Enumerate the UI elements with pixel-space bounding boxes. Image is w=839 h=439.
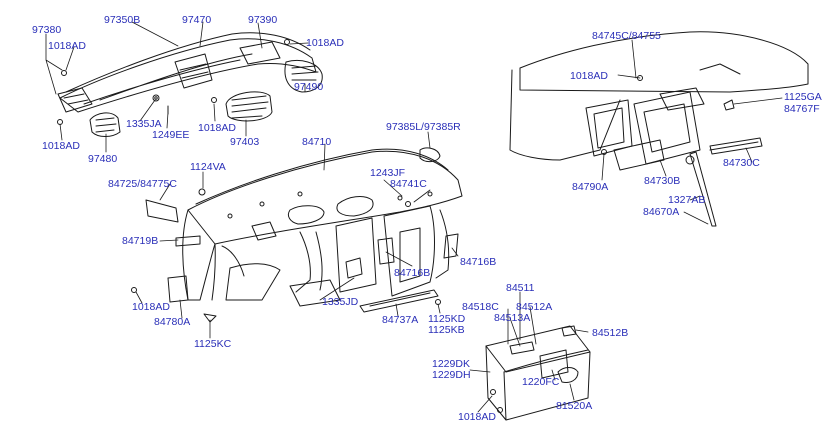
callout-1124va[interactable]: 1124VA bbox=[190, 161, 226, 173]
callout-84511[interactable]: 84511 bbox=[506, 282, 535, 294]
callout-1018ad-5[interactable]: 1018AD bbox=[132, 301, 170, 313]
callout-1327ab[interactable]: 1327AB bbox=[668, 194, 706, 206]
callout-1018ad-1[interactable]: 1018AD bbox=[48, 40, 86, 52]
callout-1018ad-4[interactable]: 1018AD bbox=[42, 140, 80, 152]
callout-1018ad-7[interactable]: 1018AD bbox=[458, 411, 496, 423]
callout-84780a[interactable]: 84780A bbox=[154, 316, 191, 328]
glove-box-assembly[interactable] bbox=[485, 325, 591, 421]
callout-84741c[interactable]: 84741C bbox=[390, 178, 427, 190]
callout-1229dh[interactable]: 1229DH bbox=[432, 369, 471, 381]
callout-1125kb[interactable]: 1125KB bbox=[428, 324, 465, 336]
callout-1229dk[interactable]: 1229DK bbox=[432, 358, 470, 370]
side-vent-left[interactable] bbox=[57, 87, 121, 137]
callout-97403[interactable]: 97403 bbox=[230, 136, 260, 148]
callout-97350b[interactable]: 97350B bbox=[104, 14, 141, 26]
callout-84716b-2[interactable]: 84716B bbox=[460, 256, 497, 268]
callout-1220fc[interactable]: 1220FC bbox=[522, 376, 560, 388]
callout-1018ad-2[interactable]: 1018AD bbox=[306, 37, 344, 49]
callout-84730c[interactable]: 84730C bbox=[723, 157, 760, 169]
heater-panel-assembly[interactable] bbox=[585, 75, 705, 171]
callout-84790a[interactable]: 84790A bbox=[572, 181, 609, 193]
callout-84670a[interactable]: 84670A bbox=[643, 206, 680, 218]
callout-97490[interactable]: 97490 bbox=[294, 81, 324, 93]
cowl-panel[interactable] bbox=[509, 31, 809, 161]
callout-84512b[interactable]: 84512B bbox=[592, 327, 629, 339]
callout-84710[interactable]: 84710 bbox=[302, 136, 332, 148]
callout-84730b[interactable]: 84730B bbox=[644, 175, 681, 187]
callout-1125kd[interactable]: 1125KD bbox=[428, 313, 466, 325]
dash-brackets-right[interactable] bbox=[359, 147, 459, 313]
callout-84513a[interactable]: 84513A bbox=[494, 312, 531, 324]
callout-84737a[interactable]: 84737A bbox=[382, 314, 419, 326]
leader-lines bbox=[45, 21, 783, 413]
defroster-duct-assembly[interactable] bbox=[59, 32, 323, 113]
callout-84518c[interactable]: 84518C bbox=[462, 301, 499, 313]
center-vent[interactable] bbox=[225, 91, 273, 122]
callout-81520a[interactable]: 81520A bbox=[556, 400, 593, 412]
heater-brackets-right[interactable] bbox=[685, 99, 763, 227]
callout-97480[interactable]: 97480 bbox=[88, 153, 118, 165]
small-fasteners-top bbox=[57, 39, 290, 125]
callout-1018ad-3[interactable]: 1018AD bbox=[198, 122, 236, 134]
callout-97390[interactable]: 97390 bbox=[248, 14, 278, 26]
crash-pad-main[interactable] bbox=[182, 148, 463, 307]
callout-1335ja[interactable]: 1335JA bbox=[126, 118, 162, 130]
callout-84716b-1[interactable]: 84716B bbox=[394, 267, 431, 279]
callout-84745c-84755[interactable]: 84745C/84755 bbox=[592, 30, 661, 42]
callout-97380[interactable]: 97380 bbox=[32, 24, 62, 36]
callout-1249ee[interactable]: 1249EE bbox=[152, 129, 190, 141]
callout-97385l-97385r[interactable]: 97385L/97385R bbox=[386, 121, 461, 133]
callout-1243jf[interactable]: 1243JF bbox=[370, 167, 406, 179]
callout-1018ad-6[interactable]: 1018AD bbox=[570, 70, 608, 82]
callout-84719b[interactable]: 84719B bbox=[122, 235, 159, 247]
callout-84767f[interactable]: 84767F bbox=[784, 103, 820, 115]
callout-1125ga[interactable]: 1125GA bbox=[784, 91, 822, 103]
callout-1335jd[interactable]: 1335JD bbox=[322, 296, 359, 308]
dash-brackets-left[interactable] bbox=[131, 188, 217, 323]
callout-1125kc[interactable]: 1125KC bbox=[194, 338, 232, 350]
callout-84725-84775c[interactable]: 84725/84775C bbox=[108, 178, 177, 190]
callout-97470[interactable]: 97470 bbox=[182, 14, 212, 26]
callout-84512a[interactable]: 84512A bbox=[516, 301, 553, 313]
